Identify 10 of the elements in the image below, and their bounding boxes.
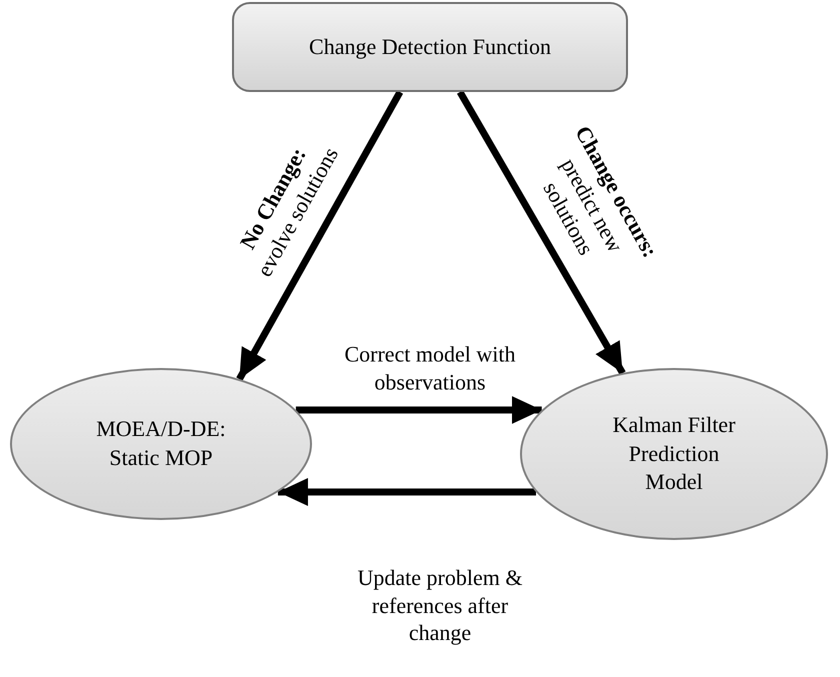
edge-label: Update problem & references after change (356, 564, 524, 646)
arrow (296, 396, 542, 424)
arrow (456, 90, 626, 375)
edge-label: Correct model with observations (343, 340, 517, 396)
arrow (236, 90, 404, 381)
node-label: MOEA/D-DE: Static MOP (95, 415, 227, 472)
node-label: Kalman Filter Prediction Model (612, 411, 736, 496)
arrow (278, 478, 536, 506)
process-box (232, 2, 628, 92)
node-label: Change Detection Function (309, 32, 551, 61)
